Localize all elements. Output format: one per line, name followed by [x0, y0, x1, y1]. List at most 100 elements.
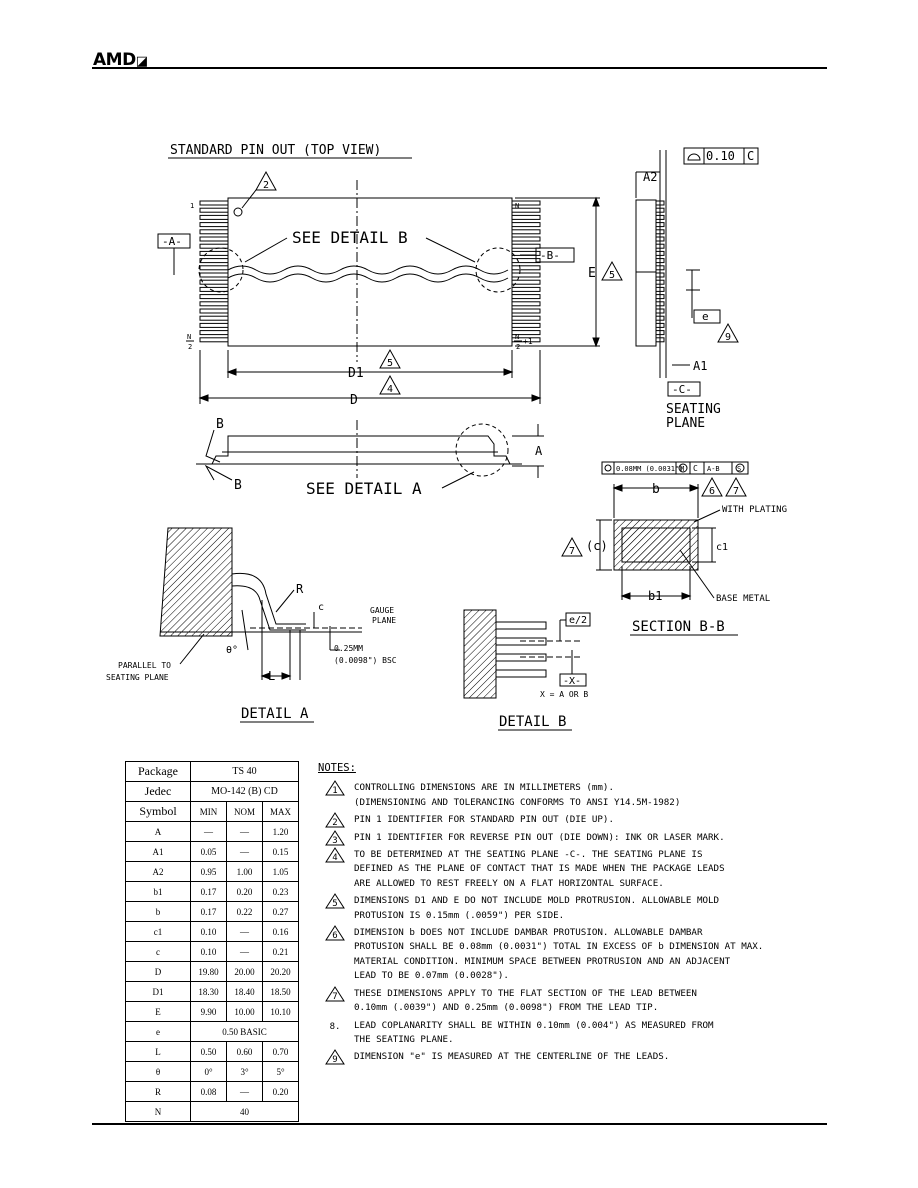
- lead: [199, 301, 229, 307]
- note-7-triangle-b: 7: [733, 486, 739, 497]
- nom-cell: 3°: [226, 1061, 263, 1082]
- lead: [199, 286, 229, 292]
- note-number-text: 6: [332, 931, 338, 942]
- package-value: TS 40: [190, 761, 299, 782]
- header-rule: [92, 67, 827, 69]
- note-line: (DIMENSIONING AND TOLERANCING CONFORMS T…: [354, 796, 681, 808]
- note-number-text: 8.: [329, 1021, 341, 1032]
- note-triangle-icon: 6: [324, 925, 346, 941]
- lead: [511, 337, 541, 343]
- min-cell: 0.10: [190, 941, 227, 962]
- nom-cell: 10.00: [226, 1001, 263, 1022]
- gauge-plane-label-1: GAUGE: [370, 606, 394, 615]
- e-value-cell: 0.50 BASIC: [190, 1021, 299, 1042]
- package-label: Package: [125, 761, 191, 782]
- lead: [199, 207, 229, 213]
- min-cell: 9.90: [190, 1001, 227, 1022]
- dim-theta-label: θ°: [226, 645, 238, 656]
- tol-m: M: [680, 465, 684, 473]
- max-cell: 0.70: [262, 1041, 299, 1062]
- max-cell: 0.21: [262, 941, 299, 962]
- see-detail-a-label: SEE DETAIL A: [306, 479, 422, 498]
- note-6-triangle: 6: [709, 486, 715, 497]
- dim-a1-label: A1: [693, 359, 707, 373]
- flatness-value: 0.10: [706, 149, 735, 163]
- max-cell: 5°: [262, 1061, 299, 1082]
- lead: [199, 330, 229, 336]
- min-cell: 0.95: [190, 861, 227, 882]
- lead: [199, 265, 229, 271]
- symbol-cell: b: [125, 901, 191, 922]
- note-item: 1 CONTROLLING DIMENSIONS ARE IN MILLIMETE…: [318, 780, 828, 810]
- lead: [511, 243, 541, 249]
- symbol-cell: A2: [125, 861, 191, 882]
- note-line: PROTUSION IS 0.15mm (.0059") PER SIDE.: [354, 909, 565, 921]
- section-bb: 0.08MM (0.0031") M C A-B S b 6 7 WITH PL…: [561, 461, 787, 636]
- note-line: LEAD COPLANARITY SHALL BE WITHIN 0.10mm …: [354, 1019, 714, 1031]
- lead: [511, 308, 541, 314]
- side-view: 0.10 C A2 e 9 A1 -C- SEATING PLANE: [635, 147, 759, 431]
- standard-pin-out-title: STANDARD PIN OUT (TOP VIEW): [170, 143, 381, 158]
- lead: [199, 322, 229, 328]
- nom-cell: 0.60: [226, 1041, 263, 1062]
- note-number-text: 1: [332, 786, 338, 797]
- lead: [199, 294, 229, 300]
- min-cell: 0°: [190, 1061, 227, 1082]
- symbol-cell: L: [125, 1041, 191, 1062]
- symbol-cell: E: [125, 1001, 191, 1022]
- max-cell: 18.50: [262, 981, 299, 1002]
- note-number-text: 5: [332, 899, 338, 910]
- lead: [511, 258, 541, 264]
- note-number-text: 2: [332, 818, 338, 829]
- jedec-label: Jedec: [125, 781, 191, 802]
- note-line: THE SEATING PLANE.: [354, 1033, 454, 1045]
- lead: [511, 214, 541, 220]
- lead: [511, 286, 541, 292]
- dim-a-label: A: [535, 444, 543, 458]
- nom-cell: 18.40: [226, 981, 263, 1002]
- lead: [199, 337, 229, 343]
- amd-arrow-icon: ◪: [135, 54, 148, 69]
- lead: [199, 250, 229, 256]
- right-leads: [511, 200, 541, 343]
- dim-b-label: b: [652, 482, 660, 497]
- symbol-cell: A: [125, 821, 191, 842]
- symbol-cell: D: [125, 961, 191, 982]
- min-cell: 0.50: [190, 1041, 227, 1062]
- with-plating-label: WITH PLATING: [722, 505, 787, 515]
- lead: [511, 330, 541, 336]
- lead: [511, 301, 541, 307]
- note-line: CONTROLLING DIMENSIONS ARE IN MILLIMETER…: [354, 782, 614, 794]
- note-2-triangle: 2: [263, 180, 269, 191]
- symbol-cell: R: [125, 1081, 191, 1102]
- note-number-text: 4: [332, 853, 338, 864]
- see-detail-b-label: SEE DETAIL B: [292, 228, 408, 247]
- note-4-triangle-d: 4: [387, 384, 393, 395]
- table-row: A——1.20: [125, 821, 299, 842]
- lead: [511, 279, 541, 285]
- lead: [511, 207, 541, 213]
- note-triangle-icon: 2: [324, 812, 346, 828]
- dim-a2-label: A2: [643, 170, 657, 184]
- gauge-dim-2: (0.0098") BSC: [334, 656, 397, 665]
- tol-frame-value: 0.08MM (0.0031"): [616, 465, 683, 473]
- nom-cell: —: [226, 841, 263, 862]
- lead: [199, 272, 229, 278]
- top-view-body: [227, 180, 513, 362]
- dim-c-label: (c): [586, 539, 608, 553]
- note-line: LEAD TO BE 0.07mm (0.0028").: [354, 970, 509, 982]
- max-cell: 10.10: [262, 1001, 299, 1022]
- gauge-dim-1: 0.25MM: [334, 644, 363, 653]
- lead: [511, 322, 541, 328]
- seating-plane-label-1: SEATING: [666, 402, 721, 417]
- note-line: PROTUSION SHALL BE 0.08mm (0.0031") TOTA…: [354, 941, 764, 953]
